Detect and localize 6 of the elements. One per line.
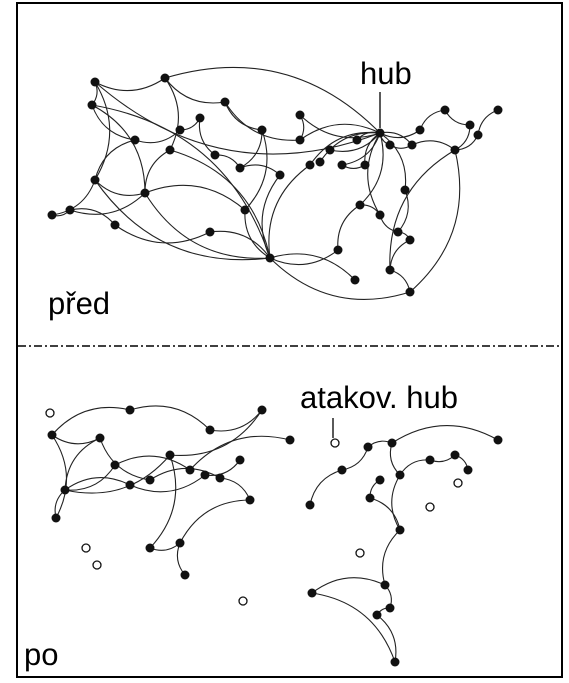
section-label: před	[48, 286, 110, 322]
callout-label: atakov. hub	[300, 380, 458, 416]
callout-label: hub	[360, 56, 412, 92]
leader-line	[379, 92, 381, 128]
section-label: po	[24, 637, 58, 673]
leader-line	[332, 418, 334, 438]
